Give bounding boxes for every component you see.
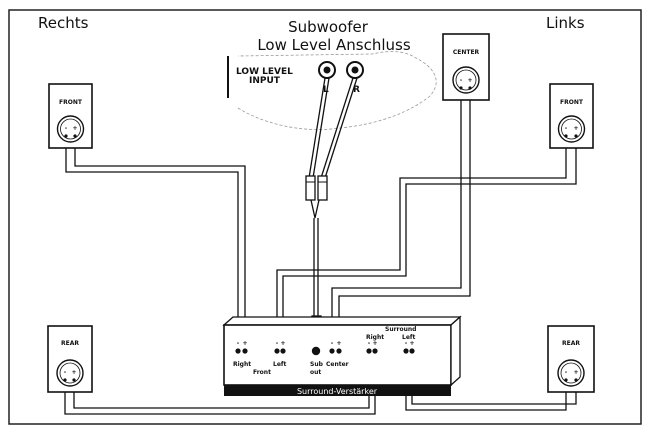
terminal-surround-left-minus bbox=[403, 348, 409, 354]
amp-side bbox=[450, 315, 461, 387]
subwoofer-input-panel: LOW LEVEL INPUT L R bbox=[227, 51, 437, 130]
svg-text:+: + bbox=[573, 369, 578, 376]
speaker-rear-right: REAR -+ bbox=[47, 325, 93, 393]
speaker-rear-right-label: REAR bbox=[61, 340, 79, 347]
svg-text:-: - bbox=[237, 340, 240, 347]
wire-center-plus bbox=[338, 92, 471, 342]
speaker-center-label: CENTER bbox=[453, 49, 480, 56]
speaker-front-left-cone bbox=[557, 115, 586, 143]
svg-text:+: + bbox=[336, 340, 341, 347]
speaker-front-right-cone bbox=[56, 115, 85, 143]
terminal-front-right-minus bbox=[235, 348, 241, 354]
speaker-front-left-label: FRONT bbox=[560, 99, 584, 106]
svg-text:-: - bbox=[65, 125, 68, 132]
rca-cable-right-a bbox=[320, 77, 354, 179]
subwoofer-subtitle: Low Level Anschluss bbox=[257, 36, 410, 54]
amp-label-sub-out: out bbox=[310, 369, 321, 376]
rca-cable-left-b bbox=[312, 77, 330, 179]
amp-label-surround-right: Right bbox=[366, 334, 384, 341]
diagram-frame bbox=[8, 9, 642, 425]
amp-label-front-right: Right bbox=[233, 361, 251, 368]
rca-cable-left-a bbox=[308, 77, 326, 179]
speaker-rear-left: REAR -+ bbox=[547, 325, 595, 393]
speaker-front-right: FRONT -+ bbox=[48, 83, 93, 149]
svg-text:-: - bbox=[565, 125, 568, 132]
amp-name-plate bbox=[224, 385, 451, 396]
amp-body bbox=[223, 324, 452, 386]
rca-cable-right-b bbox=[324, 77, 358, 179]
amp-label-front-left: Left bbox=[273, 361, 287, 368]
svg-text:-: - bbox=[460, 77, 463, 84]
svg-text:+: + bbox=[372, 340, 377, 347]
amp-label-surround-left: Left bbox=[402, 334, 416, 341]
svg-text:+: + bbox=[573, 125, 578, 132]
terminal-surround-right-minus bbox=[366, 348, 372, 354]
speaker-center: CENTER -+ bbox=[442, 33, 490, 101]
terminal-surround-right-plus bbox=[372, 348, 378, 354]
svg-text:+: + bbox=[71, 369, 76, 376]
speaker-rear-right-cone bbox=[56, 359, 84, 387]
surround-amplifier: Surround-Verstärker - + - + - + - + - + … bbox=[222, 315, 462, 396]
svg-text:+: + bbox=[242, 340, 247, 347]
terminal-front-right-plus bbox=[242, 348, 248, 354]
subwoofer-title: Subwoofer bbox=[288, 18, 369, 36]
low-level-input-label-2: INPUT bbox=[249, 76, 281, 86]
wire-front-right-plus bbox=[74, 136, 246, 342]
speaker-rear-left-label: REAR bbox=[562, 340, 580, 347]
svg-text:-: - bbox=[276, 340, 279, 347]
svg-text:-: - bbox=[64, 369, 67, 376]
speaker-center-cone bbox=[452, 66, 480, 94]
rca-plug-left bbox=[305, 175, 316, 201]
rca-plug-right bbox=[317, 175, 328, 201]
terminal-front-left-minus bbox=[274, 348, 280, 354]
subwoofer-outline bbox=[237, 51, 437, 130]
svg-text:-: - bbox=[331, 340, 334, 347]
svg-text:-: - bbox=[565, 369, 568, 376]
terminal-center-minus bbox=[329, 348, 335, 354]
svg-text:+: + bbox=[467, 77, 472, 84]
amp-label-front: Front bbox=[253, 369, 271, 376]
amp-name: Surround-Verstärker bbox=[297, 387, 378, 396]
rca-jack-left-core bbox=[323, 66, 331, 74]
rca-right-label: R bbox=[353, 85, 360, 95]
wires bbox=[64, 77, 577, 415]
svg-text:-: - bbox=[405, 340, 408, 347]
wire-center-minus bbox=[331, 92, 462, 342]
left-side-heading: Links bbox=[546, 14, 585, 32]
low-level-input-label: LOW LEVEL bbox=[236, 67, 293, 77]
speaker-front-left: FRONT -+ bbox=[549, 83, 594, 149]
wire-front-left-minus bbox=[276, 136, 567, 342]
amp-label-center: Center bbox=[326, 361, 349, 368]
svg-text:-: - bbox=[368, 340, 371, 347]
speaker-rear-left-cone bbox=[557, 359, 585, 387]
terminal-center-plus bbox=[336, 348, 342, 354]
rca-jack-right-core bbox=[351, 66, 359, 74]
svg-text:+: + bbox=[409, 340, 414, 347]
rca-left-label: L bbox=[323, 85, 329, 95]
terminal-surround-left-plus bbox=[409, 348, 415, 354]
speaker-front-right-label: FRONT bbox=[59, 99, 83, 106]
rca-cable-joint bbox=[310, 199, 320, 219]
amp-top bbox=[222, 316, 462, 326]
wire-front-left-plus bbox=[282, 136, 577, 342]
amp-label-sub: Sub bbox=[310, 361, 324, 368]
terminal-front-left-plus bbox=[280, 348, 286, 354]
amp-label-surround: Surround bbox=[385, 326, 416, 333]
right-side-heading: Rechts bbox=[38, 14, 89, 32]
wire-front-right-minus bbox=[65, 136, 239, 342]
svg-text:+: + bbox=[72, 125, 77, 132]
rca-plugs bbox=[305, 175, 328, 335]
terminal-sub-out bbox=[311, 346, 321, 356]
svg-text:+: + bbox=[280, 340, 285, 347]
